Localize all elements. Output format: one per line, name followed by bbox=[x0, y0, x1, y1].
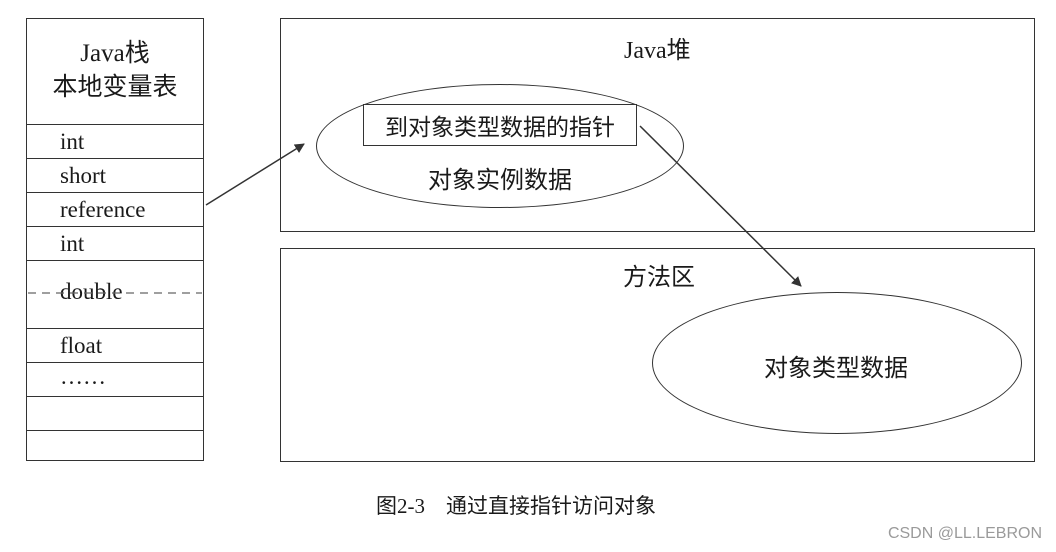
java-heap-title: Java堆 bbox=[624, 38, 691, 64]
pointer-to-type-data-arrow bbox=[639, 125, 802, 287]
stack-row-int: int bbox=[26, 124, 204, 158]
method-area-title: 方法区 bbox=[623, 265, 695, 291]
java-stack-title-line2: 本地变量表 bbox=[52, 74, 178, 101]
reference-to-heap-arrow bbox=[205, 143, 305, 206]
stack-row-short: short bbox=[26, 158, 204, 192]
stack-row-double: double bbox=[26, 260, 204, 328]
stack-row-int-2: int bbox=[26, 226, 204, 260]
stack-row-empty-1 bbox=[26, 396, 204, 430]
object-type-data-ellipse bbox=[652, 292, 1022, 434]
figure-caption: 图2-3 通过直接指针访问对象 bbox=[376, 494, 656, 518]
stack-row-ellipsis: …… bbox=[26, 362, 204, 396]
pointer-to-type-data-box: 到对象类型数据的指针 bbox=[363, 104, 637, 146]
stack-row-float: float bbox=[26, 328, 204, 362]
method-area bbox=[280, 248, 1035, 462]
java-stack-title: Java栈 本地变量表 bbox=[26, 18, 204, 124]
object-type-data-label: 对象类型数据 bbox=[764, 356, 908, 382]
java-heap-area bbox=[280, 18, 1035, 232]
stack-row-reference: reference bbox=[26, 192, 204, 226]
java-stack-title-line1: Java栈 bbox=[80, 40, 150, 67]
stack-row-empty-2 bbox=[26, 430, 204, 461]
object-instance-data-label: 对象实例数据 bbox=[428, 168, 572, 194]
object-instance-ellipse bbox=[316, 84, 684, 208]
csdn-watermark: CSDN @LL.LEBRON bbox=[887, 525, 1042, 542]
java-stack-table bbox=[26, 18, 204, 461]
